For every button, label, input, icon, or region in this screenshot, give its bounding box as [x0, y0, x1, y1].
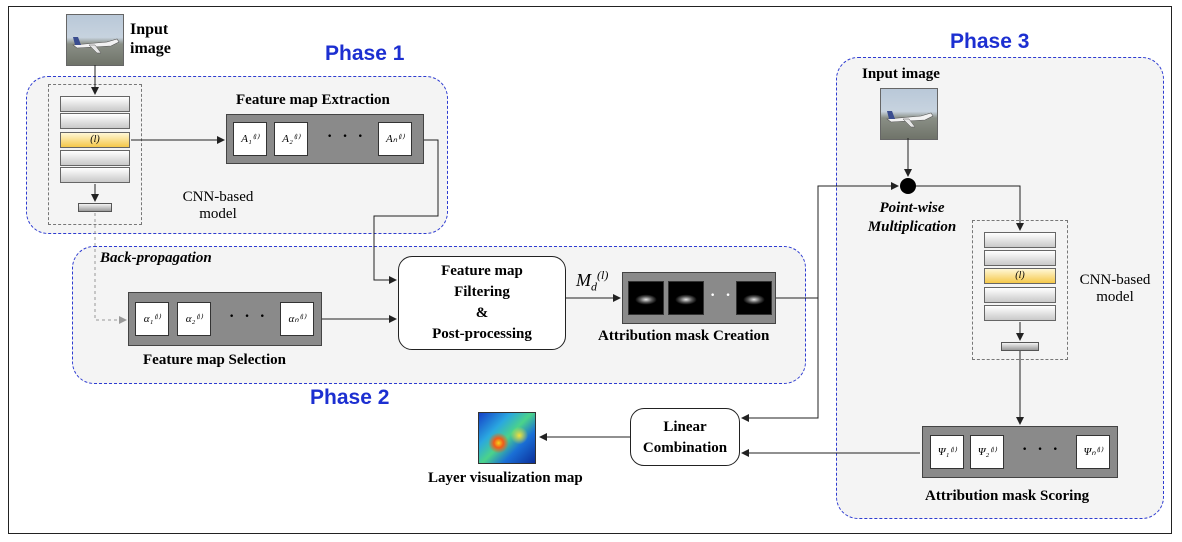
cnn-model-label-line1: CNN-based	[182, 189, 254, 205]
filtering-line4: Post-processing	[432, 326, 532, 342]
arrow-maps-to-filtering	[373, 139, 439, 284]
linear-line1: Linear	[663, 419, 707, 435]
filtering-line1: Feature map	[441, 263, 523, 279]
arrow-multiply-to-cnn	[916, 185, 1024, 231]
mask-n	[736, 281, 772, 315]
cnn3-output-bar	[1001, 342, 1039, 351]
cnn-layer-5	[60, 167, 130, 183]
cnn3-layer-1	[984, 232, 1056, 248]
score-psi1: Ψ₁⁽ˡ⁾	[930, 435, 964, 469]
weight-ellipsis: · · ·	[229, 308, 269, 325]
mask-2	[668, 281, 704, 315]
input-label-line2: image	[130, 40, 171, 57]
feature-extraction-label: Feature map Extraction	[236, 92, 390, 108]
airplane-icon	[72, 37, 120, 54]
cnn3-layer-2	[984, 250, 1056, 266]
phase2-title: Phase 2	[310, 386, 390, 409]
feature-map-a2: A₂⁽ˡ⁾	[274, 122, 308, 156]
cnn3-layer-5	[984, 305, 1056, 321]
arrow-masks-to-linear	[741, 298, 819, 422]
arrow-masks-to-multiply	[776, 182, 899, 299]
input-image-phase3	[880, 88, 938, 140]
cnn-layer-1	[60, 96, 130, 112]
feature-map-an: Aₙ⁽ˡ⁾	[378, 122, 412, 156]
linear-combination-box: Linear Combination	[630, 408, 740, 466]
feature-map-a1: A₁⁽ˡ⁾	[233, 122, 267, 156]
phase3-title: Phase 3	[950, 30, 1030, 53]
mask-scoring-label: Attribution mask Scoring	[925, 488, 1090, 504]
weight-alphan: αₙ⁽ˡ⁾	[280, 302, 314, 336]
layer-visualization-label: Layer visualization map	[428, 470, 583, 486]
pointwise-label-line1: Point-wise	[879, 200, 945, 216]
weight-alpha1: α₁⁽ˡ⁾	[135, 302, 169, 336]
filtering-box: Feature map Filtering & Post-processing	[398, 256, 566, 350]
layer-visualization-heatmap	[478, 412, 536, 464]
mask-1	[628, 281, 664, 315]
filtering-line2: Filtering	[454, 284, 510, 300]
score-psin: Ψₙ⁽ˡ⁾	[1076, 435, 1110, 469]
pointwise-label-line2: Multiplication	[867, 219, 957, 235]
score-ellipsis: · · ·	[1022, 441, 1062, 458]
cnn3-model-label-line2: model	[1096, 289, 1134, 305]
cnn-layer-4	[60, 150, 130, 166]
mask-symbol: Md(l)	[576, 268, 609, 294]
cnn-layer-target: (l)	[60, 132, 130, 148]
cnn-model-label-line2: model	[199, 206, 237, 222]
cnn3-layer-target: (l)	[984, 268, 1056, 284]
input-label-line1: Input	[130, 21, 169, 38]
score-psi2: Ψ₂⁽ˡ⁾	[970, 435, 1004, 469]
feature-selection-label: Feature map Selection	[143, 352, 287, 368]
backprop-label: Back-propagation	[100, 250, 212, 266]
airplane-icon	[886, 111, 934, 128]
multiplication-node	[900, 178, 916, 194]
cnn3-layer-4	[984, 287, 1056, 303]
mask-creation-label: Attribution mask Creation	[598, 328, 770, 344]
cnn3-model-label-line1: CNN-based	[1079, 272, 1151, 288]
arrow-backprop	[94, 213, 127, 324]
phase3-input-label: Input image	[862, 66, 940, 82]
phase1-title: Phase 1	[325, 42, 405, 65]
linear-line2: Combination	[642, 440, 728, 456]
cnn-layer-2	[60, 113, 130, 129]
feature-map-ellipsis: · · ·	[327, 128, 367, 145]
cnn-output-bar	[78, 203, 112, 212]
outer-frame	[8, 6, 1172, 534]
filtering-line3: &	[475, 305, 489, 321]
weight-alpha2: α₂⁽ˡ⁾	[177, 302, 211, 336]
